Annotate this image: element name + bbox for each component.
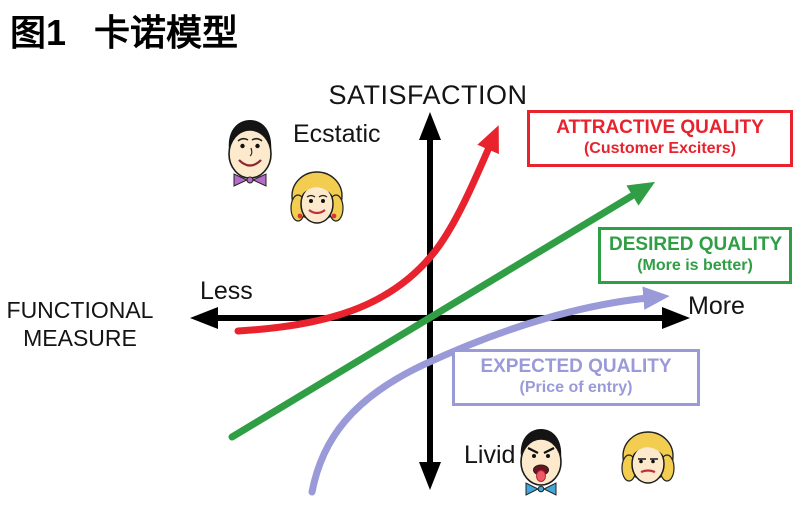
satisfaction-axis — [419, 112, 441, 490]
desired-quality-title: DESIRED QUALITY — [609, 234, 783, 255]
expected-quality-curve — [308, 286, 670, 496]
desired-quality-curve — [228, 181, 656, 441]
happy-woman-face-icon — [290, 171, 344, 224]
less-label: Less — [200, 277, 253, 305]
expected-quality-subtitle: (Price of entry) — [519, 379, 633, 397]
desired-quality-subtitle: (More is better) — [637, 257, 753, 275]
satisfaction-axis-label: SATISFACTION — [328, 80, 528, 110]
functional-axis-line2: MEASURE — [23, 324, 137, 351]
functional-axis-line1: FUNCTIONAL — [6, 297, 154, 323]
functional-measure-axis-label: FUNCTIONAL MEASURE — [0, 297, 160, 352]
happy-man-face-icon — [228, 120, 272, 187]
attractive-quality-box: ATTRACTIVE QUALITY (Customer Exciters) — [527, 110, 793, 167]
attractive-quality-subtitle: (Customer Exciters) — [583, 140, 737, 158]
ecstatic-label: Ecstatic — [293, 120, 381, 148]
livid-label: Livid — [464, 441, 516, 469]
angry-man-face-icon — [520, 429, 562, 496]
figure-title: 图1 卡诺模型 — [10, 4, 238, 56]
attractive-quality-title: ATTRACTIVE QUALITY — [556, 117, 764, 138]
functional-measure-axis — [190, 307, 690, 329]
figure-title-text: 卡诺模型 — [94, 12, 239, 53]
more-label: More — [688, 292, 745, 320]
figure-number: 图1 — [10, 12, 67, 53]
desired-quality-box: DESIRED QUALITY (More is better) — [598, 227, 792, 284]
attractive-quality-curve — [234, 125, 499, 335]
expected-quality-title: EXPECTED QUALITY — [480, 356, 672, 377]
annoyed-woman-face-icon — [621, 431, 675, 484]
expected-quality-box: EXPECTED QUALITY (Price of entry) — [452, 349, 700, 406]
